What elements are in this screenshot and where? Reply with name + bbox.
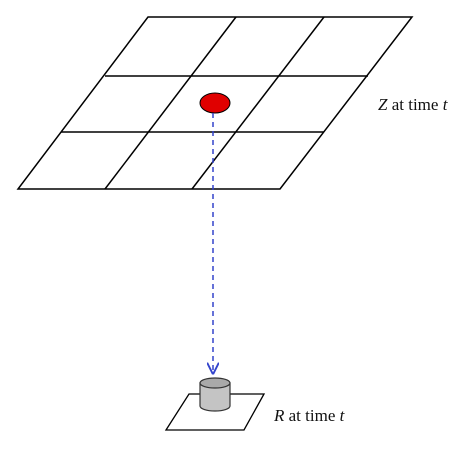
r-variable: R xyxy=(274,406,285,425)
sensor-cylinder xyxy=(199,377,231,412)
z-at-time-t-label: Z at time t xyxy=(378,96,447,113)
z-grid-plane xyxy=(16,16,414,190)
r-time-variable: t xyxy=(339,406,345,425)
sensor-base-plane xyxy=(164,393,266,431)
z-at-time-text: at time xyxy=(391,95,439,114)
grid-col-line-1 xyxy=(104,16,237,190)
z-time-variable: t xyxy=(442,95,448,114)
z-variable: Z xyxy=(378,95,388,114)
target-dot xyxy=(199,92,231,114)
sensor-cylinder-top xyxy=(199,377,231,389)
r-at-time-t-label: R at time t xyxy=(274,407,344,424)
grid-col-line-2 xyxy=(191,16,325,190)
r-at-time-text: at time xyxy=(288,406,336,425)
sensor-cylinder-body xyxy=(199,382,231,412)
